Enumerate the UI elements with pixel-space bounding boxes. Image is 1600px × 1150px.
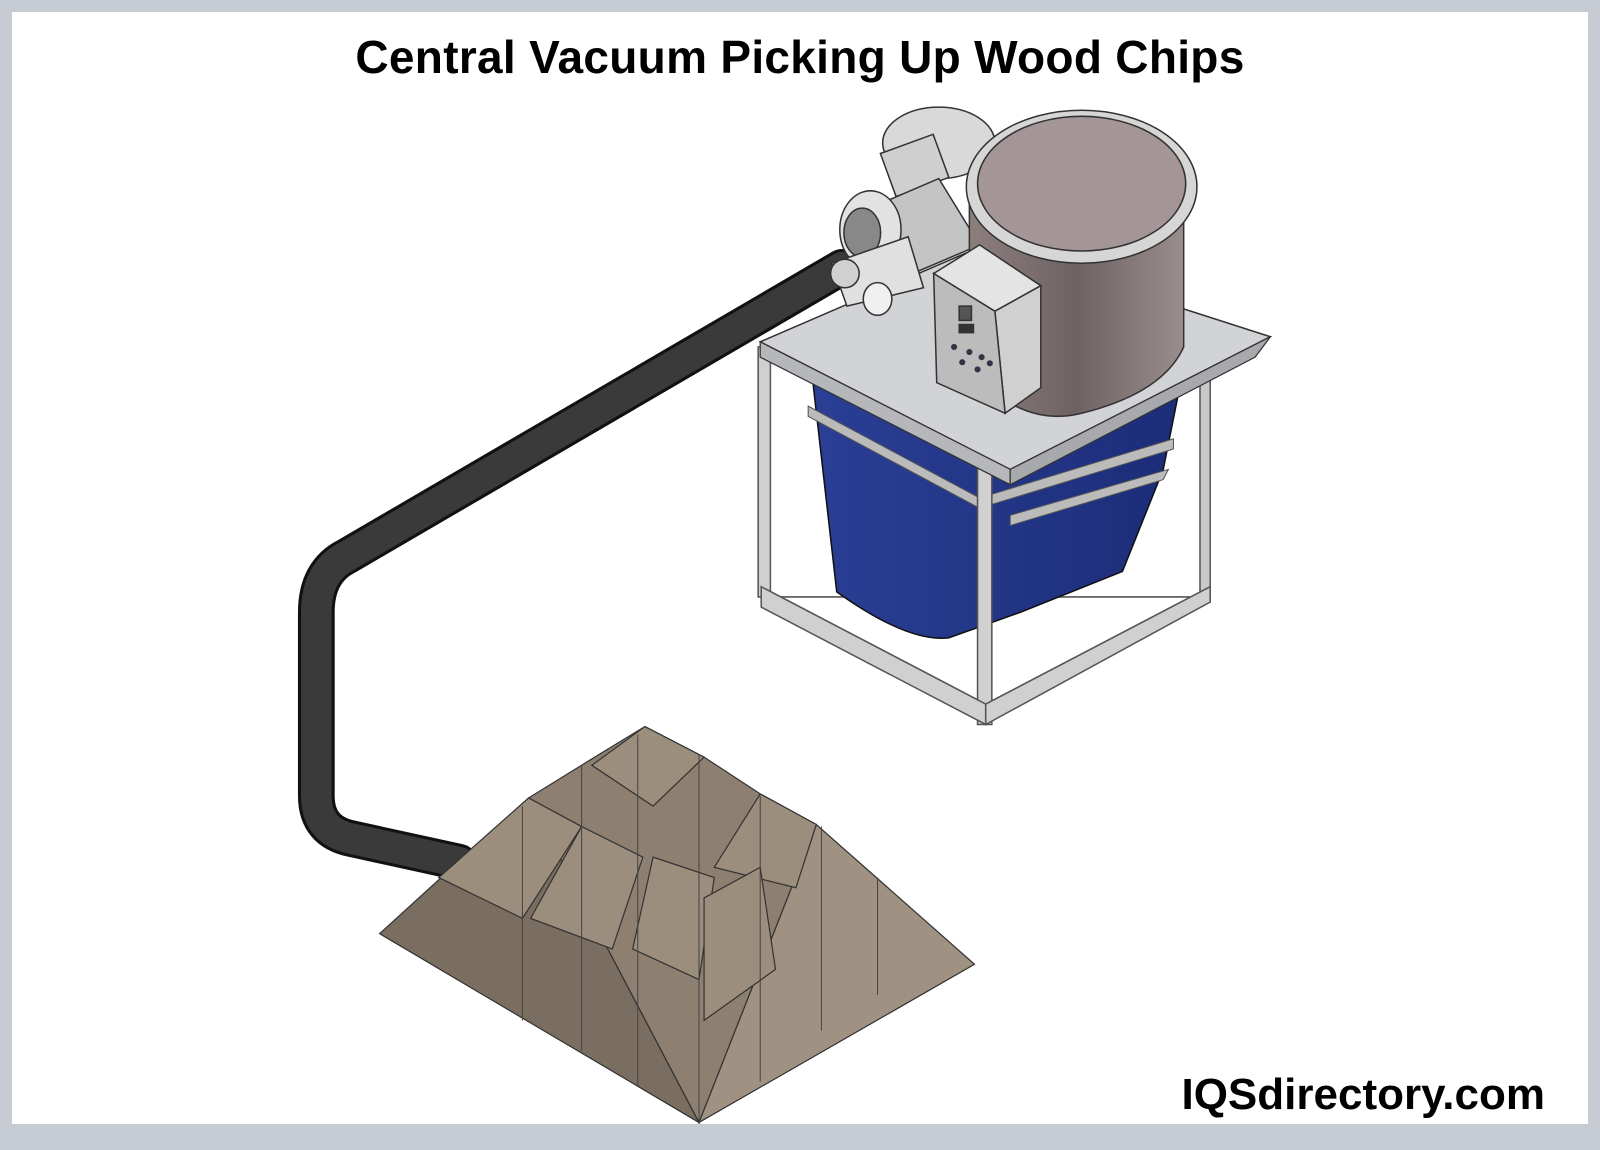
support-frame-front	[757, 346, 1211, 726]
wood-chip-pile	[378, 725, 976, 1125]
diagram-title: Central Vacuum Picking Up Wood Chips	[355, 31, 1245, 83]
control-box	[932, 243, 1043, 415]
vacuum-motor	[829, 106, 996, 317]
brand-logo-text: IQSdirectory.com	[1181, 1070, 1545, 1119]
vacuum-hose	[297, 248, 861, 881]
